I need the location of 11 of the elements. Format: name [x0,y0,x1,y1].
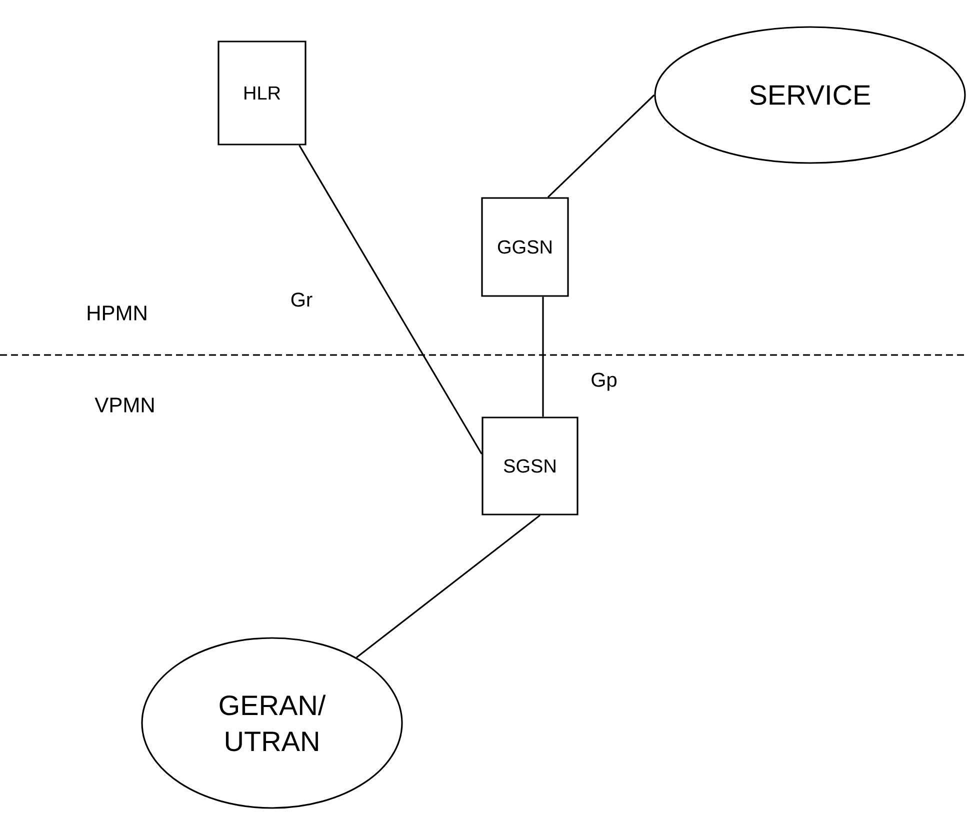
connector-line [298,144,482,454]
network-node-box: GGSN [481,197,569,297]
edge-label: Gr [289,292,314,308]
network-node-box: SGSN [482,416,578,516]
connector-line [547,94,655,198]
network-label: VPMN [94,398,154,412]
connector-line [542,296,544,417]
edge-label: Gp [590,372,618,392]
connector-line [356,514,540,658]
network-node-box: HLR [218,40,306,146]
network-label: HPMN [88,306,146,320]
